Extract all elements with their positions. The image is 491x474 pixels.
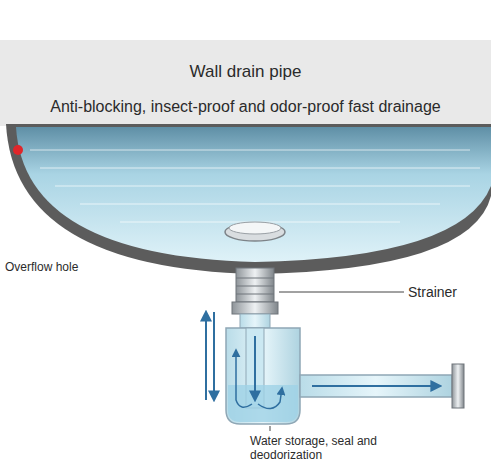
drain-neck: [236, 268, 274, 302]
strainer-cap: [225, 223, 285, 241]
strainer-top: [229, 222, 281, 234]
water-ripples: [30, 150, 480, 222]
part-label: Water storage, seal and deodorization: [250, 434, 420, 463]
basin-water: [16, 127, 491, 262]
flow-arrow: [312, 385, 440, 387]
part-label: Strainer: [408, 284, 488, 301]
pipe-nut: [232, 302, 278, 314]
subtitle-text: Anti-blocking, insect-proof and odor-pro…: [4, 97, 487, 116]
leader-line: [270, 426, 271, 431]
overflow-dot: [13, 145, 23, 155]
outlet-pipe: [300, 375, 452, 397]
trap-water: [228, 385, 298, 422]
basin-shell: [6, 124, 491, 274]
leader-line: [279, 292, 404, 293]
flow-arrow: [258, 388, 282, 409]
neck-threads: [236, 278, 274, 294]
part-label: Overflow hole: [5, 260, 115, 274]
down-arrow: [213, 312, 215, 400]
wall-flange: [452, 364, 464, 408]
up-arrow: [205, 312, 207, 400]
vertical-pipe: [240, 314, 270, 328]
diagram-title: Wall drain pipe: [0, 62, 491, 82]
flow-arrow: [254, 336, 256, 400]
bottle-trap: [226, 328, 300, 424]
flow-arrow: [236, 350, 252, 407]
header-band: [0, 40, 491, 126]
